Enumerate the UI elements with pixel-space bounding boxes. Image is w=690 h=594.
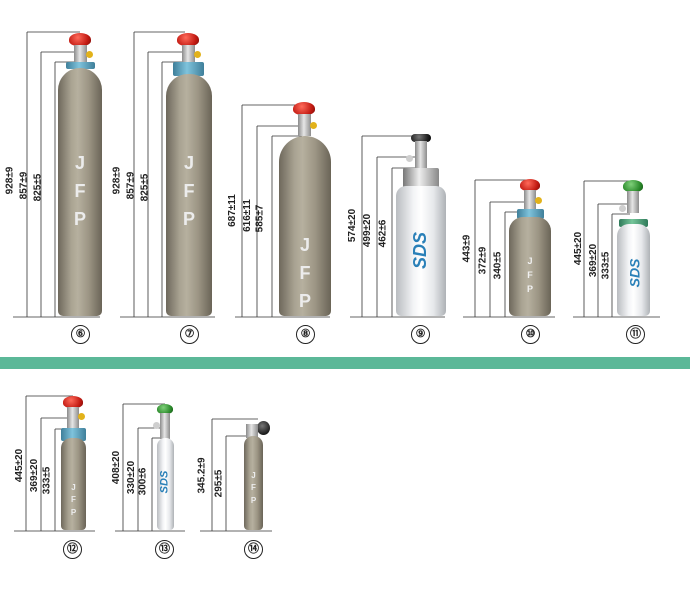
cylinder-number: ⑨ — [411, 325, 430, 344]
dim-body: 295±5 — [213, 469, 225, 498]
dim-overall: 928±9 — [111, 166, 123, 195]
dim-valve: 857±9 — [18, 171, 30, 200]
valve-handwheel-icon — [157, 404, 173, 414]
brand-logo: SDS — [410, 231, 431, 270]
cylinder-body — [509, 217, 551, 316]
dim-valve: 372±9 — [477, 246, 489, 275]
dim-valve: 330±20 — [126, 460, 138, 495]
valve-body — [415, 141, 427, 169]
cylinder-number: ⑫ — [63, 540, 82, 559]
dim-overall: 443±9 — [461, 234, 473, 263]
valve-body — [298, 114, 311, 136]
valve-body — [246, 424, 258, 438]
dim-body: 340±5 — [492, 251, 504, 280]
dim-body: 333±5 — [600, 251, 612, 280]
valve-outlet-icon — [86, 51, 93, 58]
neck-collar — [403, 168, 439, 188]
dim-body: 333±5 — [41, 466, 53, 495]
valve-body — [182, 45, 195, 63]
valve-handwheel-icon — [411, 134, 431, 142]
cylinder-body — [157, 438, 174, 530]
neck-collar — [66, 62, 95, 69]
valve-handwheel-icon — [623, 180, 643, 192]
dim-overall: 408±20 — [111, 450, 123, 485]
dim-valve: 369±20 — [29, 458, 41, 493]
dim-overall: 445±20 — [573, 231, 585, 266]
valve-outlet-icon — [194, 51, 201, 58]
valve-handwheel-icon — [293, 102, 315, 115]
valve-handwheel-icon — [177, 33, 199, 46]
neck-collar — [61, 428, 86, 441]
cylinder-number: ⑥ — [71, 325, 90, 344]
section-divider — [0, 357, 690, 369]
dim-overall: 928±9 — [4, 166, 16, 195]
cylinder-number: ⑭ — [244, 540, 263, 559]
cylinder-body — [244, 436, 263, 530]
cylinder-number: ⑧ — [296, 325, 315, 344]
dim-valve: 857±9 — [125, 171, 137, 200]
dim-overall: 445±20 — [14, 448, 26, 483]
valve-handwheel-icon — [69, 33, 91, 46]
dim-body: 300±6 — [137, 467, 149, 496]
valve-outlet-icon — [406, 155, 413, 162]
dim-body: 462±6 — [377, 219, 389, 248]
cylinder-number: ⑬ — [155, 540, 174, 559]
valve-body — [160, 413, 170, 439]
cylinder-body — [279, 136, 331, 316]
dim-valve: 369±20 — [588, 243, 600, 278]
dim-overall: 345.2±9 — [196, 457, 208, 494]
dim-body: 825±5 — [139, 173, 151, 202]
valve-handwheel-icon — [520, 179, 540, 191]
neck-collar — [619, 219, 648, 227]
dim-body: 825±5 — [32, 173, 44, 202]
valve-outlet-icon — [535, 197, 542, 204]
dim-overall: 687±11 — [226, 194, 238, 227]
neck-collar — [173, 62, 204, 76]
cylinder-body — [617, 224, 650, 316]
brand-logo: SDS — [626, 258, 643, 288]
neck-collar — [517, 209, 544, 219]
valve-outlet-icon — [78, 413, 85, 420]
valve-body — [74, 45, 87, 63]
dim-overall: 574±20 — [347, 208, 359, 243]
valve-handwheel-icon — [257, 421, 270, 435]
valve-body — [524, 190, 536, 210]
cylinder-number: ⑦ — [180, 325, 199, 344]
brand-logo: SDS — [158, 470, 171, 494]
dim-valve: 616±11 — [241, 199, 253, 232]
cylinder-body — [396, 186, 446, 316]
dim-body: 585±7 — [254, 204, 266, 233]
cylinder-body — [58, 68, 102, 316]
valve-body — [627, 191, 639, 213]
valve-outlet-icon — [619, 205, 626, 212]
dim-valve: 499±20 — [362, 213, 374, 248]
valve-outlet-icon — [153, 422, 160, 429]
cylinder-body — [61, 438, 86, 530]
cylinder-number: ⑩ — [521, 325, 540, 344]
valve-body — [67, 407, 79, 429]
valve-handwheel-icon — [63, 396, 83, 408]
cylinder-body — [166, 74, 212, 316]
valve-outlet-icon — [310, 122, 317, 129]
cylinder-number: ⑪ — [626, 325, 645, 344]
